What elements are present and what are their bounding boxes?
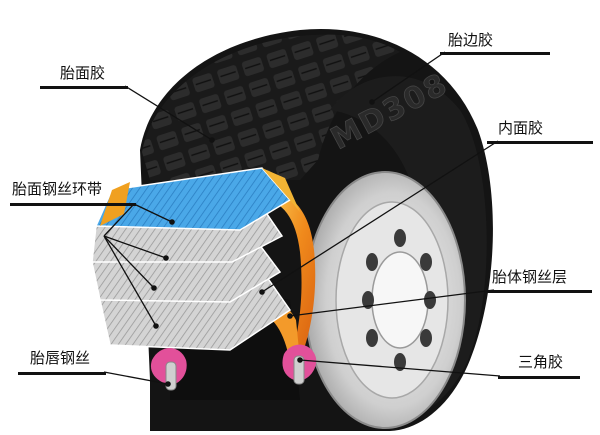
underline-carcass-ply xyxy=(487,290,592,293)
inner-liner-edge xyxy=(250,298,300,362)
leader-belt-1 xyxy=(133,203,173,223)
tread-surface xyxy=(142,34,400,180)
leader-belt-4 xyxy=(103,235,157,327)
leader-belt-trunk xyxy=(103,203,135,237)
leader-carcass xyxy=(289,289,495,317)
underline-belt xyxy=(10,203,136,206)
label-belt: 胎面钢丝环带 xyxy=(12,180,103,198)
inner-liner-layer xyxy=(262,191,316,360)
label-bead-wire: 胎唇钢丝 xyxy=(30,349,91,367)
lug-holes xyxy=(362,229,436,371)
leader-belt-2 xyxy=(103,235,167,259)
underline-apex xyxy=(498,376,580,379)
leader-sidewall xyxy=(371,51,446,103)
underline-bead-wire xyxy=(18,372,106,375)
underline-tread-rubber xyxy=(40,86,128,89)
underline-inner-liner xyxy=(487,141,593,144)
belt-sheet-1 xyxy=(94,167,292,231)
leader-lines xyxy=(103,51,501,385)
leader-tread xyxy=(124,85,213,141)
belt-edge-right xyxy=(262,168,300,212)
label-inner-liner: 内面胶 xyxy=(498,119,544,137)
leader-inner xyxy=(261,140,499,293)
bead-left xyxy=(150,348,187,391)
underline-sidewall-rubber xyxy=(440,52,550,55)
label-tread-rubber: 胎面胶 xyxy=(60,64,106,82)
leader-belt-3 xyxy=(103,235,155,289)
leader-dots xyxy=(151,99,375,387)
leader-bead xyxy=(103,371,169,385)
leader-apex xyxy=(299,359,501,377)
label-apex: 三角胶 xyxy=(518,353,564,371)
label-carcass-ply: 胎体钢丝层 xyxy=(492,268,568,286)
label-sidewall-rubber: 胎边胶 xyxy=(448,31,494,49)
